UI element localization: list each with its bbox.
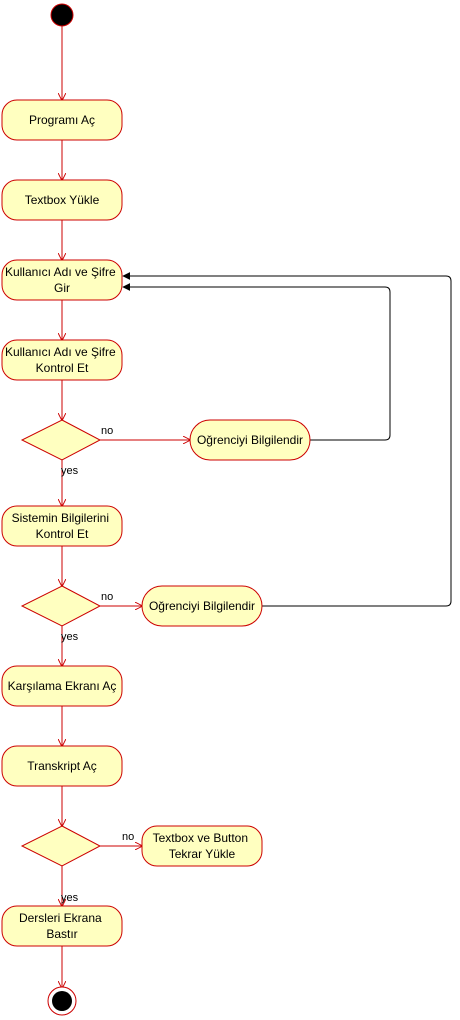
node-label-line: Kullanıcı Adı ve Şifre <box>5 345 116 359</box>
node-label: Oğrenciyi Bilgilendir <box>197 433 303 447</box>
node-label: Sistemin Bilgilerini Kontrol Et <box>12 511 113 541</box>
node-label: Transkript Aç <box>27 759 97 773</box>
node-label-line: Textbox Yükle <box>25 193 100 207</box>
node-label-line: Oğrenciyi Bilgilendir <box>149 599 255 613</box>
edge-label-yes-1: yes <box>61 465 79 477</box>
node-label-line: Kontrol Et <box>36 527 89 541</box>
node-programi-ac: Programı Aç <box>1 99 123 141</box>
node-dersleri: Dersleri Ekrana Bastır <box>1 905 123 947</box>
edge-label-yes-3: yes <box>61 892 79 904</box>
node-bilgilendir-1: Oğrenciyi Bilgilendir <box>189 419 311 461</box>
node-label: Programı Aç <box>29 113 95 127</box>
edges <box>62 26 190 988</box>
node-label: Dersleri Ekrana Bastır <box>19 911 105 941</box>
node-label-line: Tekrar Yükle <box>169 847 236 861</box>
node-kullanici-gir: Kullanıcı Adı ve Şifre Gir <box>1 259 123 301</box>
decision-transcript-ok <box>20 825 102 867</box>
node-label: Kullanıcı Adı ve Şifre Kontrol Et <box>5 345 119 375</box>
decision-login-valid <box>20 419 102 461</box>
node-label-line: Programı Aç <box>29 113 95 127</box>
node-label-line: Dersleri Ekrana <box>19 911 102 925</box>
edge-label-no-2: no <box>101 591 113 603</box>
node-textbox-yukle: Textbox Yükle <box>1 179 123 221</box>
node-label-line: Bastır <box>46 927 77 941</box>
node-label-line: Gir <box>54 281 70 295</box>
node-label-line: Textbox ve Button <box>153 831 248 845</box>
node-sistem-kontrol: Sistemin Bilgilerini Kontrol Et <box>1 505 123 547</box>
node-karsilama: Karşılama Ekranı Aç <box>1 665 123 707</box>
node-transkript: Transkript Aç <box>1 745 123 787</box>
edge-label-no-3: no <box>122 831 134 843</box>
start-node <box>50 3 74 27</box>
node-label: Textbox Yükle <box>25 193 100 207</box>
edge-label-no-1: no <box>101 425 113 437</box>
node-label: Kullanıcı Adı ve Şifre Gir <box>5 265 119 295</box>
decision-system-valid <box>20 585 102 627</box>
node-label: Karşılama Ekranı Aç <box>8 679 117 693</box>
node-label: Textbox ve Button Tekrar Yükle <box>153 831 252 861</box>
edge-bilgilendir1-back-to-gir <box>122 283 391 441</box>
edge-bilgilendir2-back-to-gir <box>122 272 452 607</box>
node-bilgilendir-2: Oğrenciyi Bilgilendir <box>141 585 263 627</box>
node-kullanici-kontrol: Kullanıcı Adı ve Şifre Kontrol Et <box>1 339 123 381</box>
node-label-line: Karşılama Ekranı Aç <box>8 679 117 693</box>
end-node <box>47 986 77 1016</box>
node-label-line: Kontrol Et <box>36 361 89 375</box>
node-label-line: Oğrenciyi Bilgilendir <box>197 433 303 447</box>
edge-label-yes-2: yes <box>61 631 79 643</box>
loop-edges <box>122 272 452 607</box>
node-label: Oğrenciyi Bilgilendir <box>149 599 255 613</box>
node-label-line: Transkript Aç <box>27 759 97 773</box>
node-label-line: Kullanıcı Adı ve Şifre <box>5 265 116 279</box>
node-label-line: Sistemin Bilgilerini <box>12 511 109 525</box>
node-textbox-button: Textbox ve Button Tekrar Yükle <box>141 825 263 867</box>
